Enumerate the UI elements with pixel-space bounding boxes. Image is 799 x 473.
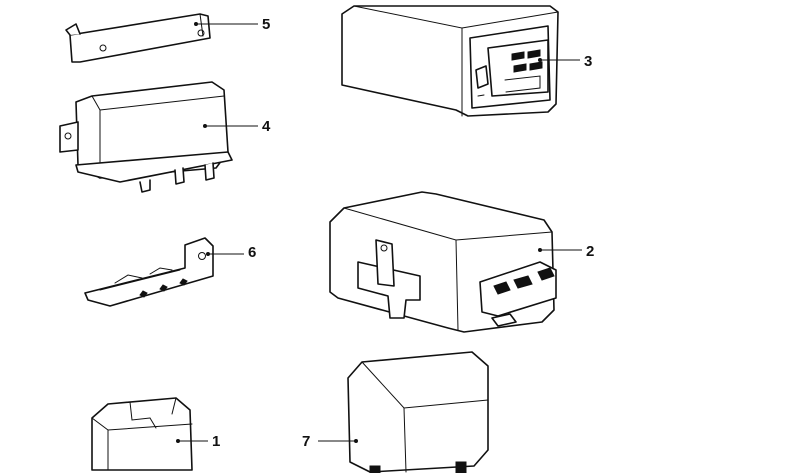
part-7-relay[interactable] — [347, 351, 489, 473]
callout-1-label: 1 — [212, 433, 220, 450]
callout-7-label: 7 — [302, 433, 310, 450]
callout-1: 1 — [176, 433, 220, 450]
callout-3-label: 3 — [584, 53, 592, 70]
callout-4: 4 — [203, 118, 271, 135]
callout-2: 2 — [538, 243, 594, 260]
callout-5: 5 — [194, 16, 270, 33]
part-3-flasher[interactable] — [341, 5, 559, 117]
callout-2-label: 2 — [586, 243, 594, 260]
callout-6-label: 6 — [248, 244, 256, 261]
callout-3: 3 — [538, 53, 592, 70]
callout-7: 7 — [302, 433, 358, 450]
part-2-control-unit[interactable] — [329, 191, 557, 333]
callout-4-label: 4 — [262, 118, 271, 135]
part-4-relay[interactable] — [59, 81, 233, 193]
part-1-relay[interactable] — [91, 397, 193, 471]
part-6-bracket[interactable] — [84, 237, 214, 307]
callout-5-label: 5 — [262, 16, 270, 33]
callout-6: 6 — [206, 244, 256, 261]
part-5-bracket[interactable] — [65, 13, 211, 63]
